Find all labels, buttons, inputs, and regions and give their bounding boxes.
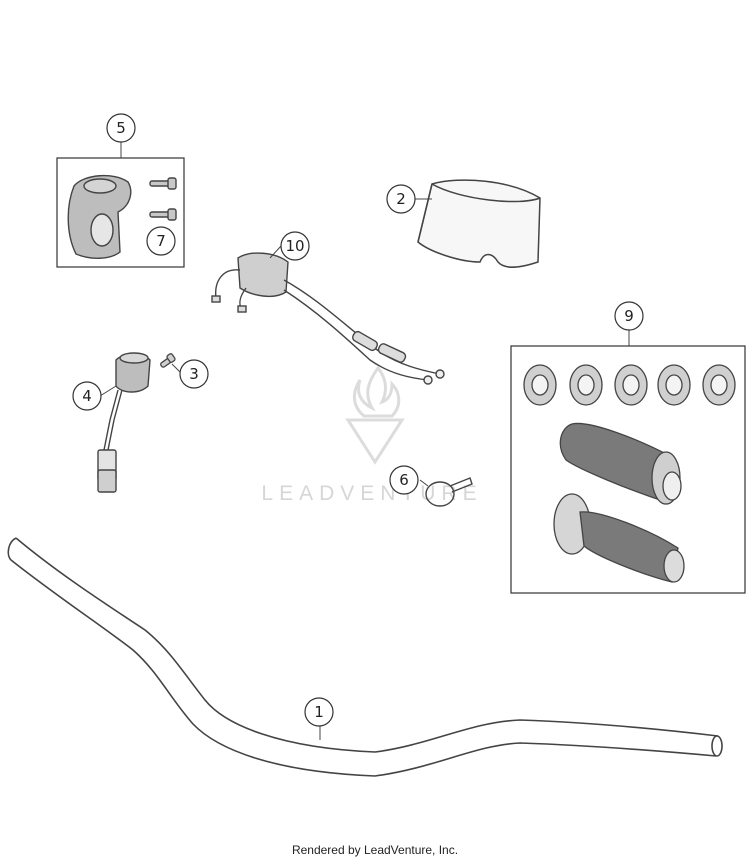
callout-2: 2 bbox=[386, 184, 416, 214]
svg-text:9: 9 bbox=[624, 307, 634, 325]
grip-set-box bbox=[510, 345, 746, 594]
svg-text:7: 7 bbox=[156, 232, 166, 250]
switch-with-cable-icon bbox=[97, 352, 151, 493]
leader-lines bbox=[99, 142, 630, 740]
screw-pair-icon bbox=[149, 177, 177, 221]
footer-credit: Rendered by LeadVenture, Inc. bbox=[291, 843, 459, 857]
callout-7: 7 bbox=[146, 226, 176, 256]
throttle-cables-icon bbox=[211, 252, 445, 385]
svg-text:2: 2 bbox=[396, 190, 406, 208]
screw-icon bbox=[160, 353, 176, 368]
svg-text:4: 4 bbox=[82, 387, 92, 405]
handlebar-pad-icon bbox=[417, 179, 541, 268]
callout-1: 1 bbox=[304, 697, 334, 727]
throttle-housing-icon bbox=[67, 175, 132, 259]
handlebar-icon bbox=[7, 537, 723, 777]
svg-text:1: 1 bbox=[314, 703, 324, 721]
callout-3: 3 bbox=[179, 359, 209, 389]
svg-text:3: 3 bbox=[189, 365, 199, 383]
watermark-text: LEADVENTURE bbox=[261, 482, 482, 505]
grip-set-icon bbox=[523, 364, 736, 583]
svg-text:10: 10 bbox=[285, 237, 304, 255]
callout-10: 10 bbox=[280, 231, 310, 261]
cable-clamp-icon bbox=[425, 477, 473, 507]
leadventure-flame-logo bbox=[345, 365, 405, 465]
callout-5: 5 bbox=[106, 113, 136, 143]
callout-6: 6 bbox=[389, 465, 419, 495]
callout-4: 4 bbox=[72, 381, 102, 411]
callout-9: 9 bbox=[614, 301, 644, 331]
svg-text:6: 6 bbox=[399, 471, 409, 489]
svg-text:5: 5 bbox=[116, 119, 126, 137]
